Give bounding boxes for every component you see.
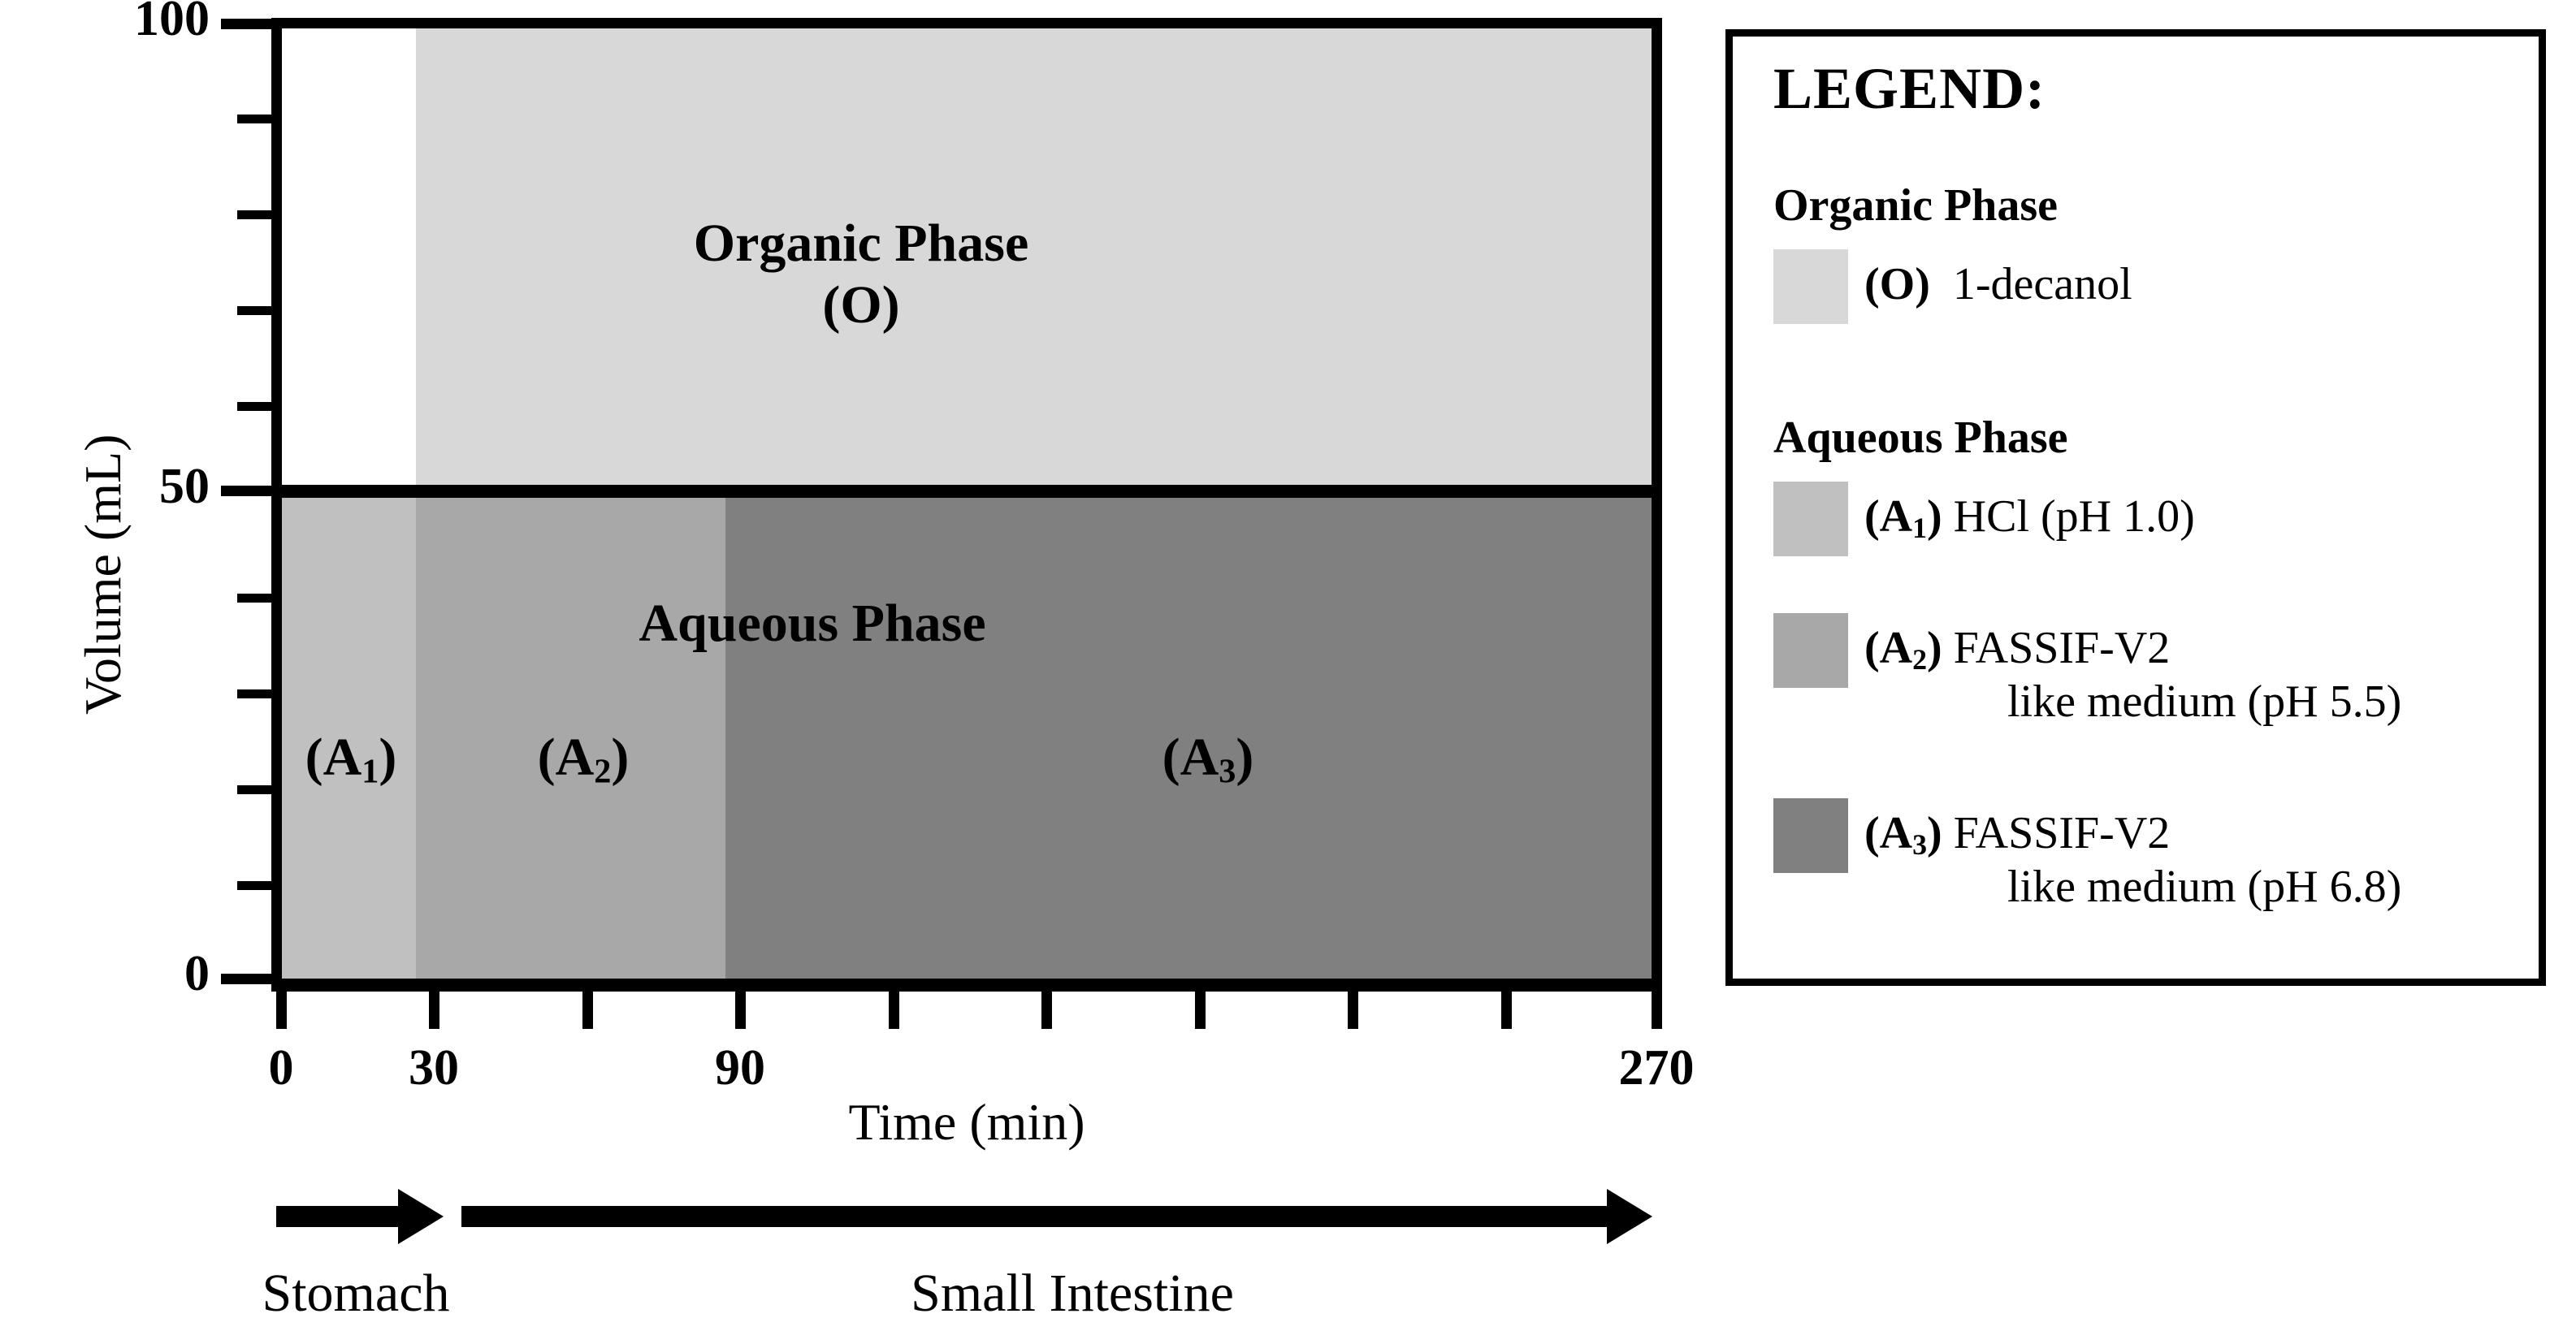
stomach-arrow-shaft [276,1206,398,1227]
x-axis-line [271,979,1662,992]
legend-group-heading-aqueous: Aqueous Phase [1773,413,2068,463]
y-tick-20 [237,785,271,794]
x-tick-240 [1501,992,1512,1029]
y-tick-60 [237,402,271,411]
legend-swatch-a2 [1773,613,1848,688]
x-tick-60 [582,992,593,1029]
legend-label-a2: (A2) FASSIF-V2 [1864,621,2170,686]
y-axis-title: Volume (mL) [74,434,132,715]
aqueous-a3-label: (A3) [1162,728,1254,791]
organic-phase-label-main: Organic Phase [693,214,1029,273]
legend-desc-a3-line2: like medium (pH 6.8) [2007,862,2402,912]
y-tick-90 [237,115,271,123]
y-tick-label-0: 0 [184,946,210,1001]
legend-tag-a3: (A3) [1864,808,1942,861]
legend-item-organic[interactable]: (O) 1-decanol [1773,246,2505,327]
legend-desc-a1: HCl (pH 1.0) [1953,491,2195,542]
legend-desc-a2-line2-wrap: like medium (pH 5.5) [2007,675,2401,728]
legend-swatch-organic [1773,249,1848,324]
x-tick-150 [1041,992,1052,1029]
x-tick-120 [889,992,899,1029]
legend-item-a1[interactable]: (A1) HCl (pH 1.0) [1773,478,2505,560]
x-tick-210 [1348,992,1358,1029]
small-intestine-arrow-shaft [461,1206,1607,1227]
aqueous-a2-label: (A2) [537,728,630,791]
stomach-arrow-head [398,1189,444,1244]
legend-title: LEGEND: [1773,56,2046,121]
y-tick-80 [237,210,271,219]
legend-desc-a2-line1: FASSIF-V2 [1953,623,2171,673]
organic-phase-block [416,28,1652,485]
aqueous-a1-label: (A1) [305,728,397,791]
x-tick-90 [735,992,746,1029]
y-tick-30 [237,689,271,698]
aqueous-a1-block [282,498,416,979]
aqueous-a2-block [416,498,725,979]
small-intestine-arrow-head [1607,1189,1652,1244]
y-tick-label-50: 50 [159,459,210,514]
x-tick-label-0: 0 [268,1040,294,1096]
legend-tag-a1: (A1) [1864,491,1942,544]
y-tick-40 [237,594,271,603]
x-axis-title: Time (min) [848,1093,1085,1151]
x-tick-label-270: 270 [1618,1040,1695,1096]
x-tick-180 [1195,992,1206,1029]
legend-swatch-a3 [1773,798,1848,873]
legend-desc-a3-line1: FASSIF-V2 [1953,808,2171,858]
y-tick-100 [221,19,271,29]
y-tick-0 [221,974,271,984]
aqueous-phase-label: Aqueous Phase [639,594,986,653]
stomach-label: Stomach [262,1264,450,1323]
legend-tag-organic: (O) [1864,259,1930,309]
x-tick-0 [276,992,287,1029]
y-tick-10 [237,881,271,890]
legend-group-heading-organic: Organic Phase [1773,180,2058,231]
legend-panel: LEGEND: Organic Phase (O) 1-decanol Aque… [1725,29,2546,986]
legend-swatch-a1 [1773,482,1848,556]
legend-label-a3: (A3) FASSIF-V2 [1864,806,2170,871]
plot-frame-top [276,18,1662,28]
legend-item-a3[interactable]: (A3) FASSIF-V2 like medium (pH 6.8) [1773,795,2505,933]
organic-phase-label: Organic Phase (O) [694,213,1028,336]
legend-tag-a2: (A2) [1864,623,1942,676]
legend-label-a1: (A1) HCl (pH 1.0) [1864,490,2195,555]
x-tick-label-90: 90 [715,1040,765,1096]
phase-divider-50ml [276,485,1662,498]
x-tick-label-30: 30 [409,1040,459,1096]
x-tick-270 [1652,992,1662,1029]
y-tick-label-100: 100 [134,0,210,46]
small-intestine-label: Small Intestine [911,1264,1234,1323]
legend-desc-organic: 1-decanol [1952,259,2132,309]
legend-label-organic: (O) 1-decanol [1864,257,2132,311]
x-tick-30 [429,992,439,1029]
plot-frame-right [1652,18,1662,989]
legend-item-a2[interactable]: (A2) FASSIF-V2 like medium (pH 5.5) [1773,610,2505,748]
y-axis-line [271,18,282,989]
legend-desc-a2-line2: like medium (pH 5.5) [2007,676,2402,727]
y-tick-70 [237,306,271,315]
organic-phase-label-sub: (O) [822,275,900,335]
aqueous-a3-block [725,498,1652,979]
y-tick-50 [221,486,271,496]
legend-desc-a3-line2-wrap: like medium (pH 6.8) [2007,860,2401,914]
